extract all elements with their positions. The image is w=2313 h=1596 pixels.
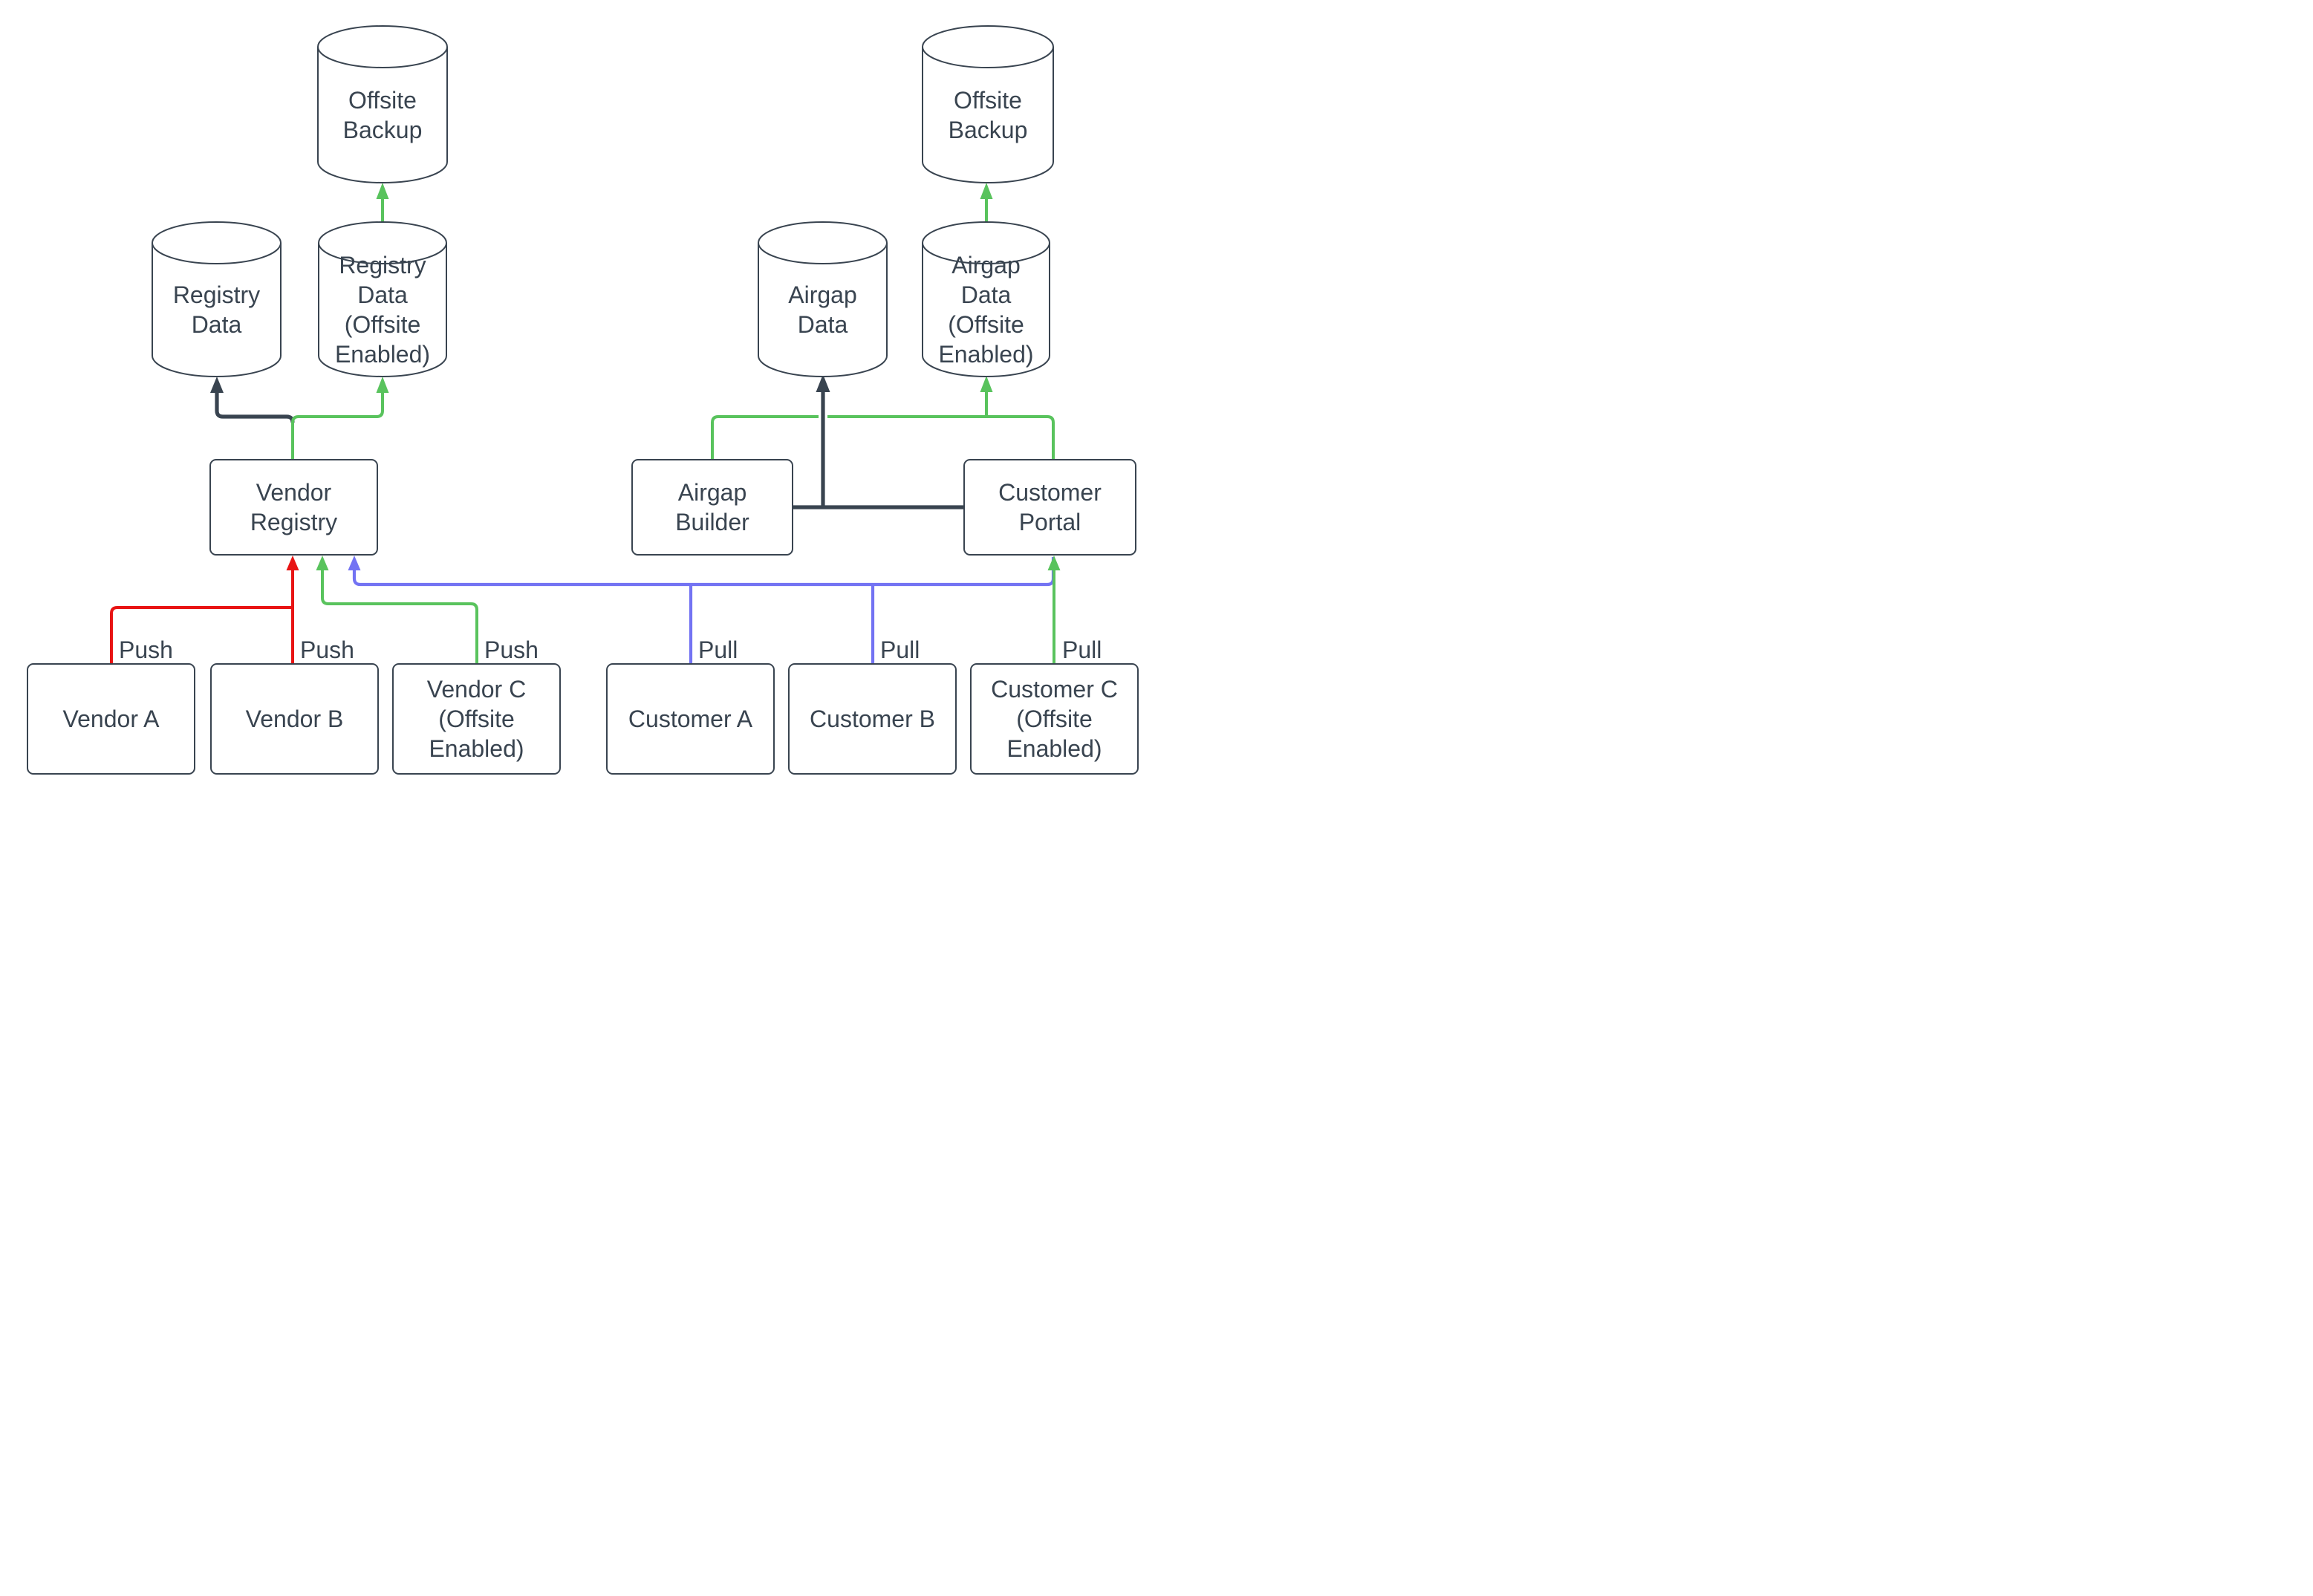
arrowhead-into-offsite-backup-left bbox=[376, 183, 389, 199]
edge-label-push-vendor-b: Push bbox=[300, 636, 354, 663]
edge-builder-portal-to-airgap-offsite bbox=[711, 376, 1055, 459]
arrowhead-red-into-vendor-registry bbox=[286, 556, 299, 570]
arrowhead-into-registry-data bbox=[210, 377, 224, 393]
cylinder-offsite-backup-right bbox=[922, 25, 1054, 183]
arrowhead-blue-into-vendor-registry bbox=[348, 556, 361, 570]
node-vendor-registry: Vendor Registry bbox=[209, 459, 378, 556]
arrowhead-into-registry-data-offsite bbox=[376, 377, 389, 393]
cylinder-registry-data-offsite bbox=[318, 221, 447, 377]
node-airgap-builder: Airgap Builder bbox=[631, 459, 793, 556]
arrowhead-green-into-vendor-registry bbox=[316, 556, 329, 570]
edge-airgap-offsite-to-backup bbox=[980, 183, 993, 222]
cylinder-airgap-data bbox=[758, 221, 888, 377]
edge-label-pull-customer-c: Pull bbox=[1062, 636, 1102, 663]
edges-layer bbox=[110, 25, 1061, 663]
arrowhead-into-airgap-data bbox=[816, 374, 830, 392]
arrowhead-into-customer-portal bbox=[1047, 556, 1061, 570]
edge-label-pull-customer-b: Pull bbox=[880, 636, 920, 663]
edge-label-push-vendor-a: Push bbox=[119, 636, 173, 663]
edge-customer-c-pull bbox=[1047, 556, 1061, 663]
node-customer-portal: Customer Portal bbox=[963, 459, 1136, 556]
edge-portal-pull-from-registry bbox=[348, 556, 1055, 587]
edge-vendor-c-push bbox=[316, 556, 478, 663]
node-vendor-a: Vendor A bbox=[27, 663, 195, 775]
node-customer-b: Customer B bbox=[788, 663, 957, 775]
edge-registry-offsite-to-backup bbox=[376, 183, 389, 222]
arrowhead-into-airgap-data-offsite bbox=[980, 376, 993, 392]
edge-vendor-a-push bbox=[110, 606, 293, 663]
edge-label-push-vendor-c: Push bbox=[484, 636, 539, 663]
edge-label-pull-customer-a: Pull bbox=[698, 636, 738, 663]
cylinder-registry-data bbox=[152, 221, 282, 377]
edge-vendor-b-push bbox=[286, 556, 299, 663]
node-vendor-c: Vendor C (Offsite Enabled) bbox=[392, 663, 561, 775]
diagram-canvas: Offsite Backup Registry Data Registry Da… bbox=[0, 0, 1156, 798]
edge-registry-to-registry-data-offsite bbox=[291, 377, 389, 459]
node-vendor-b: Vendor B bbox=[210, 663, 379, 775]
node-customer-a: Customer A bbox=[606, 663, 775, 775]
node-customer-c: Customer C (Offsite Enabled) bbox=[970, 663, 1139, 775]
cylinder-airgap-data-offsite bbox=[922, 221, 1050, 377]
edge-builder-portal-to-airgap-data bbox=[793, 374, 963, 509]
arrowhead-into-offsite-backup-right bbox=[980, 183, 993, 199]
cylinder-offsite-backup-left bbox=[317, 25, 448, 183]
edge-registry-to-registry-data bbox=[210, 377, 295, 423]
